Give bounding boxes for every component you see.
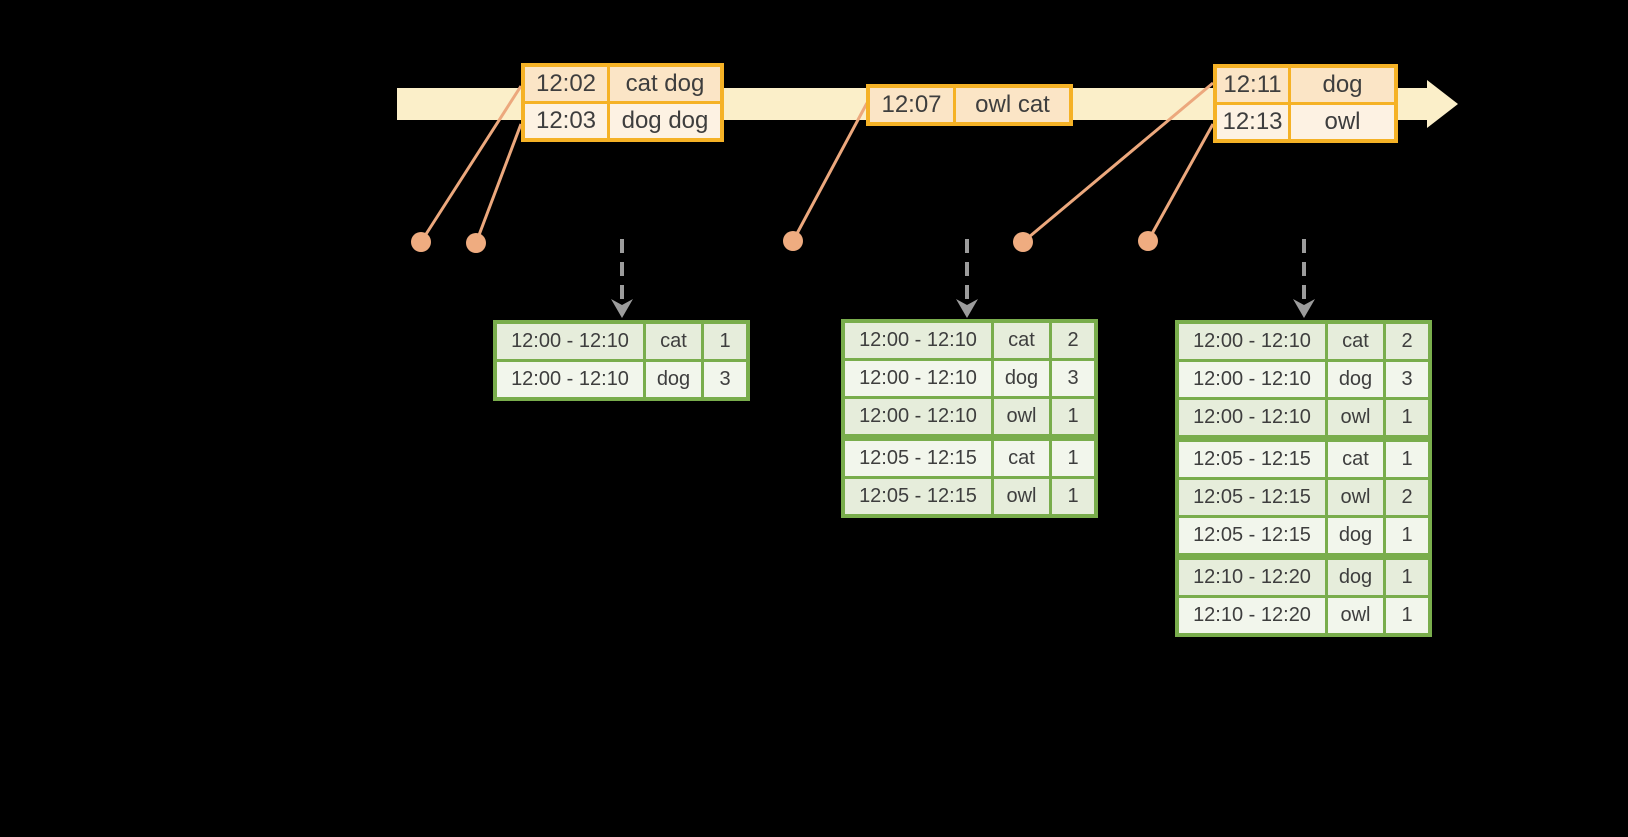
timeline-arrowhead-icon [1427,80,1458,128]
event-row: 12:11 dog [1217,68,1394,102]
event-time-cell: 12:02 [525,67,607,101]
event-time-cell: 12:11 [1217,68,1288,102]
word-cell: cat [1328,324,1383,359]
window-range-cell: 12:05 - 12:15 [845,441,991,476]
count-cell: 1 [1052,479,1094,514]
window-range-cell: 12:00 - 12:10 [845,361,991,396]
trigger-arrow-icon [956,239,978,318]
count-cell: 3 [704,362,746,397]
result-table: 12:00 - 12:10 cat 2 12:00 - 12:10 dog 3 … [1175,320,1432,637]
count-cell: 2 [1052,323,1094,358]
event-words-cell: owl [1291,105,1394,139]
window-range-cell: 12:00 - 12:10 [497,362,643,397]
result-row: 12:10 - 12:20 dog 1 [1179,560,1428,595]
event-table: 12:02 cat dog 12:03 dog dog [521,63,724,142]
count-cell: 2 [1386,324,1428,359]
window-range-cell: 12:00 - 12:10 [1179,324,1325,359]
window-range-cell: 12:05 - 12:15 [1179,518,1325,553]
word-cell: dog [1328,518,1383,553]
result-row: 12:00 - 12:10 dog 3 [1179,362,1428,397]
result-row: 12:05 - 12:15 owl 1 [845,479,1094,514]
result-row: 12:00 - 12:10 owl 1 [845,399,1094,434]
event-time-dot [466,233,486,253]
event-words-cell: owl cat [956,88,1069,122]
event-time-dot [1013,232,1033,252]
count-cell: 1 [1386,442,1428,477]
event-row: 12:02 cat dog [525,67,720,101]
word-cell: dog [1328,362,1383,397]
result-table: 12:00 - 12:10 cat 1 12:00 - 12:10 dog 3 [493,320,750,401]
word-cell: cat [1328,442,1383,477]
result-row: 12:10 - 12:20 owl 1 [1179,598,1428,633]
result-row: 12:05 - 12:15 dog 1 [1179,518,1428,553]
event-time-cell: 12:13 [1217,105,1288,139]
result-row: 12:00 - 12:10 cat 1 [497,324,746,359]
window-range-cell: 12:00 - 12:10 [845,399,991,434]
count-cell: 1 [1052,399,1094,434]
window-range-cell: 12:00 - 12:10 [1179,400,1325,435]
word-cell: owl [994,479,1049,514]
window-range-cell: 12:10 - 12:20 [1179,598,1325,633]
word-cell: owl [994,399,1049,434]
result-row: 12:00 - 12:10 cat 2 [845,323,1094,358]
event-time-dot [411,232,431,252]
window-range-cell: 12:00 - 12:10 [497,324,643,359]
count-cell: 1 [1386,560,1428,595]
count-cell: 1 [1386,400,1428,435]
word-cell: cat [646,324,701,359]
event-table: 12:07 owl cat [866,84,1073,126]
event-row: 12:13 owl [1217,105,1394,139]
count-cell: 2 [1386,480,1428,515]
event-row: 12:03 dog dog [525,104,720,138]
event-table: 12:11 dog 12:13 owl [1213,64,1398,143]
word-cell: dog [994,361,1049,396]
event-connector-line [1022,81,1214,244]
word-cell: dog [1328,560,1383,595]
event-words-cell: dog [1291,68,1394,102]
trigger-arrow-icon [611,239,633,318]
count-cell: 1 [704,324,746,359]
word-cell: owl [1328,400,1383,435]
count-cell: 3 [1052,361,1094,396]
window-range-cell: 12:05 - 12:15 [845,479,991,514]
result-row: 12:05 - 12:15 owl 2 [1179,480,1428,515]
word-cell: cat [994,323,1049,358]
event-connector-line [791,102,869,242]
window-range-cell: 12:00 - 12:10 [845,323,991,358]
word-cell: cat [994,441,1049,476]
trigger-arrow-icon [1293,239,1315,318]
window-range-cell: 12:00 - 12:10 [1179,362,1325,397]
result-row: 12:00 - 12:10 owl 1 [1179,400,1428,435]
count-cell: 1 [1386,598,1428,633]
window-range-cell: 12:05 - 12:15 [1179,442,1325,477]
event-connector-line [419,85,523,243]
result-row: 12:05 - 12:15 cat 1 [1179,442,1428,477]
event-connector-line [474,123,523,244]
count-cell: 3 [1386,362,1428,397]
window-range-cell: 12:05 - 12:15 [1179,480,1325,515]
event-time-dot [1138,231,1158,251]
event-words-cell: dog dog [610,104,720,138]
count-cell: 1 [1386,518,1428,553]
window-range-cell: 12:10 - 12:20 [1179,560,1325,595]
result-row: 12:00 - 12:10 dog 3 [845,361,1094,396]
result-row: 12:05 - 12:15 cat 1 [845,441,1094,476]
event-time-cell: 12:03 [525,104,607,138]
result-row: 12:00 - 12:10 cat 2 [1179,324,1428,359]
word-cell: owl [1328,480,1383,515]
result-row: 12:00 - 12:10 dog 3 [497,362,746,397]
event-words-cell: cat dog [610,67,720,101]
word-cell: owl [1328,598,1383,633]
count-cell: 1 [1052,441,1094,476]
event-connector-line [1146,123,1215,242]
event-time-cell: 12:07 [870,88,953,122]
event-time-dot [783,231,803,251]
result-table: 12:00 - 12:10 cat 2 12:00 - 12:10 dog 3 … [841,319,1098,518]
word-cell: dog [646,362,701,397]
event-row: 12:07 owl cat [870,88,1069,122]
